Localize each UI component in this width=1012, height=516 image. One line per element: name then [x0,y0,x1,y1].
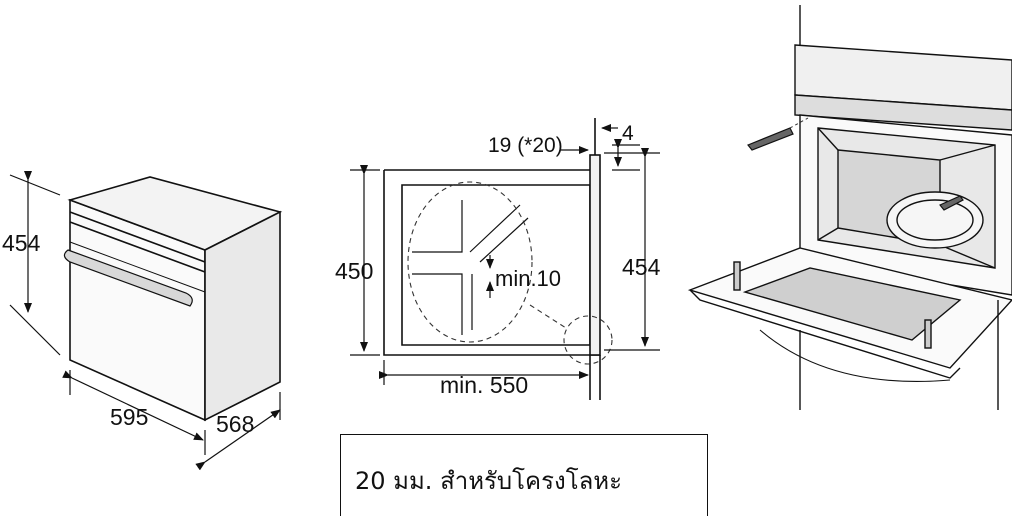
oven-dimension-lines [9,171,281,471]
niche-min-gap-label: min.10 [495,266,561,291]
niche-height-label: 450 [335,258,373,284]
installed-oven-perspective [687,5,1012,410]
niche-cross-section [383,118,601,400]
niche-dimension-lines [350,124,660,385]
niche-oven-height-label: 454 [622,254,661,280]
detail-circles [407,181,613,365]
note-text: 20 มม. สำหรับโครงโลหะ [355,467,622,495]
oven-height-label: 454 [2,230,41,256]
oven-isometric [63,176,283,422]
niche-min-depth-label: min. 550 [440,372,528,398]
note-box: 20 มม. สำหรับโครงโลหะ [340,434,708,516]
screw-icon [747,127,964,211]
niche-gap-label: 4 [622,122,634,145]
oven-width-label: 595 [110,404,148,430]
niche-top-label: 19 (*20) [488,134,563,157]
oven-depth-label: 568 [216,411,254,437]
